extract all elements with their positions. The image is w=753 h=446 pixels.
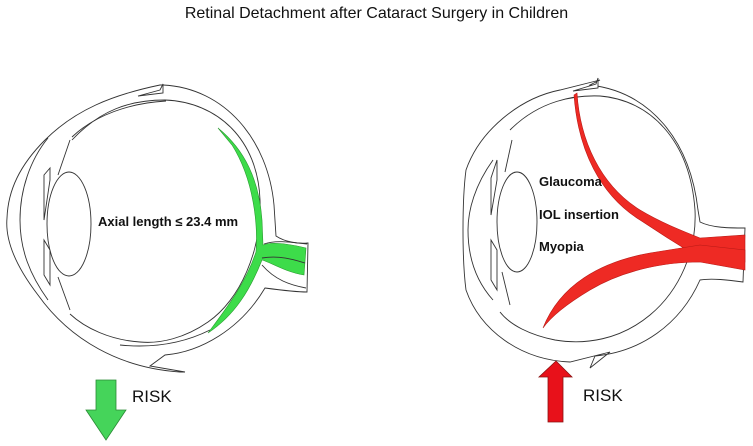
- left-risk-label: RISK: [132, 387, 172, 406]
- factor-glaucoma: Glaucoma: [539, 174, 602, 189]
- arrow-up-icon: [537, 360, 573, 423]
- axial-length-label: Axial length ≤ 23.4 mm: [98, 214, 239, 229]
- factor-myopia: Myopia: [539, 239, 584, 254]
- right-eye-diagram: [462, 77, 746, 369]
- right-risk-label: RISK: [583, 386, 623, 405]
- factor-iol-insertion: IOL insertion: [539, 207, 619, 222]
- arrow-down-icon: [85, 379, 127, 441]
- left-eye-diagram: [6, 83, 309, 373]
- figure-title: Retinal Detachment after Cataract Surger…: [184, 5, 569, 22]
